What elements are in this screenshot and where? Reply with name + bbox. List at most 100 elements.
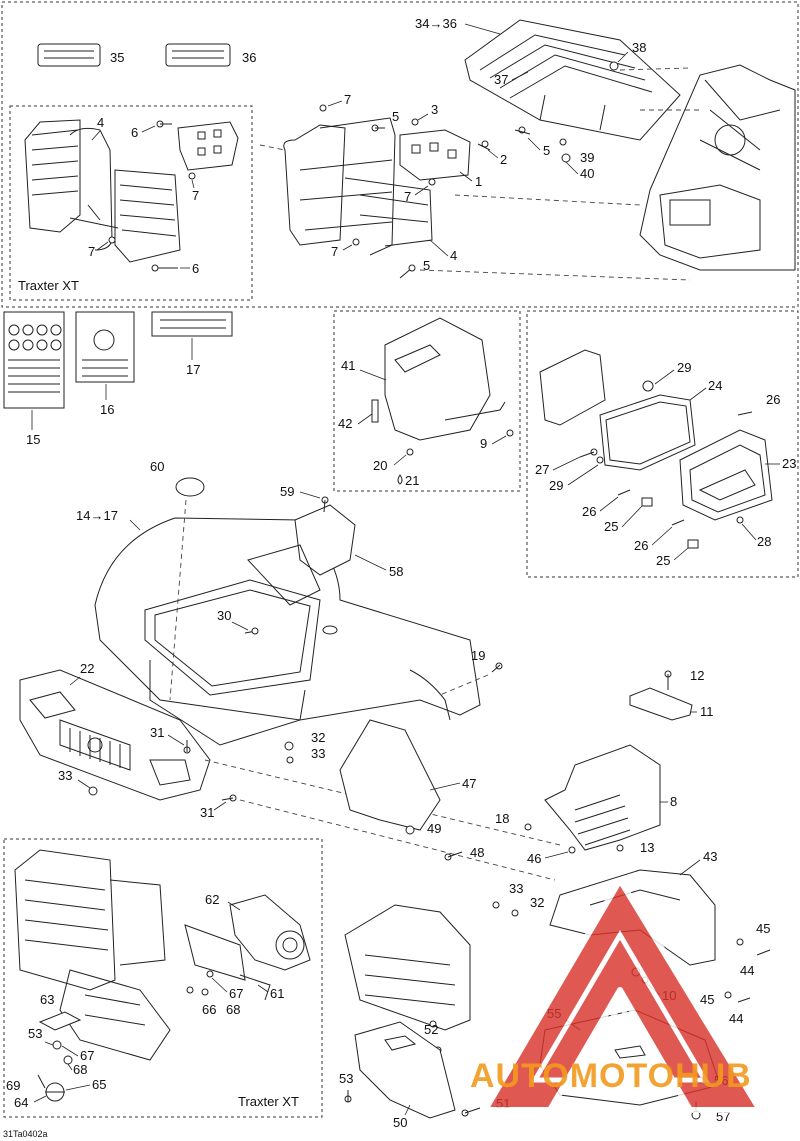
label-69: 69 — [6, 1078, 20, 1093]
label-45: 45 — [700, 992, 714, 1007]
rack-52-drawing — [344, 904, 471, 1031]
label-7: 7 — [331, 244, 338, 259]
label-61: 61 — [270, 986, 284, 1001]
label-46: 46 — [527, 851, 541, 866]
skid-plate-50-drawing — [354, 1021, 456, 1119]
label-53: 53 — [339, 1071, 353, 1086]
label-24: 24 — [708, 378, 722, 393]
label-5: 5 — [543, 143, 550, 158]
front-rack-drawing — [283, 117, 433, 256]
label-67: 67 — [80, 1048, 94, 1063]
inset-console-frame — [333, 310, 521, 492]
label-35: 35 — [110, 50, 124, 65]
vehicle-frame-drawing — [639, 64, 796, 271]
decal-15 — [3, 311, 65, 409]
label-27: 27 — [535, 462, 549, 477]
label-63: 63 — [40, 992, 54, 1007]
label-4: 4 — [450, 248, 457, 263]
label-17: 17 — [186, 362, 200, 377]
label-39: 39 — [580, 150, 594, 165]
inset-bottom-title: Traxter XT — [238, 1094, 299, 1109]
label-19: 19 — [471, 648, 485, 663]
label-28: 28 — [757, 534, 771, 549]
label-31: 31 — [200, 805, 214, 820]
watermark-text: AUTOMOTOHUB — [470, 1057, 752, 1095]
inset-top-left-frame — [9, 105, 253, 301]
label-41: 41 — [341, 358, 355, 373]
label-31: 31 — [150, 725, 164, 740]
label-49: 49 — [427, 821, 441, 836]
label-52: 52 — [424, 1022, 438, 1037]
label-26: 26 — [634, 538, 648, 553]
label-15: 15 — [26, 432, 40, 447]
label-67: 67 — [229, 986, 243, 1001]
label-14-17: 14→17 — [76, 508, 118, 523]
label-7: 7 — [344, 92, 351, 107]
label-65: 65 — [92, 1077, 106, 1092]
label-6: 6 — [192, 261, 199, 276]
label-33: 33 — [58, 768, 72, 783]
label-33: 33 — [311, 746, 325, 761]
label-44: 44 — [729, 1011, 743, 1026]
label-11: 11 — [700, 704, 714, 719]
label-32: 32 — [530, 895, 544, 910]
label-5: 5 — [392, 109, 399, 124]
label-66: 66 — [202, 1002, 216, 1017]
label-21: 21 — [405, 473, 419, 488]
label-26: 26 — [582, 504, 596, 519]
label-7: 7 — [404, 189, 411, 204]
label-53: 53 — [28, 1026, 42, 1041]
label-3: 3 — [431, 102, 438, 117]
page-frame — [1, 1, 799, 308]
label-44: 44 — [740, 963, 754, 978]
label-26: 26 — [766, 392, 780, 407]
decal-36 — [165, 43, 231, 67]
label-20: 20 — [373, 458, 387, 473]
label-25: 25 — [656, 553, 670, 568]
label-7: 7 — [192, 188, 199, 203]
front-fascia-drawing — [94, 517, 481, 746]
label-37: 37 — [494, 72, 508, 87]
label-48: 48 — [470, 845, 484, 860]
decal-15-pictograms — [8, 324, 62, 393]
label-33: 33 — [509, 881, 523, 896]
rear-rack-drawing — [464, 19, 681, 141]
label-40: 40 — [580, 166, 594, 181]
label-4: 4 — [97, 115, 104, 130]
inset-top-title: Traxter XT — [18, 278, 79, 293]
label-62: 62 — [205, 892, 219, 907]
label-7: 7 — [88, 244, 95, 259]
decal-16 — [75, 311, 135, 383]
label-50: 50 — [393, 1115, 407, 1130]
label-12: 12 — [690, 668, 704, 683]
label-8: 8 — [670, 794, 677, 809]
label-22: 22 — [80, 661, 94, 676]
label-18: 18 — [495, 811, 509, 826]
xt-rack-winch-drawing — [14, 849, 311, 1102]
label-38: 38 — [632, 40, 646, 55]
label-34-36: 34→36 — [415, 16, 457, 31]
inset-headlight-frame — [526, 310, 799, 578]
label-29: 29 — [677, 360, 691, 375]
bracket-1-drawing — [399, 129, 471, 181]
front-rack-xt-drawing — [24, 119, 239, 272]
label-23: 23 — [782, 456, 796, 471]
label-59: 59 — [280, 484, 294, 499]
bumper-22-drawing — [19, 669, 211, 801]
label-30: 30 — [217, 608, 231, 623]
drawing-code: 31Ta0402a — [3, 1129, 48, 1139]
label-9: 9 — [480, 436, 487, 451]
label-64: 64 — [14, 1095, 28, 1110]
label-45: 45 — [756, 921, 770, 936]
label-68: 68 — [226, 1002, 240, 1017]
console-41-drawing — [371, 317, 506, 441]
label-29: 29 — [549, 478, 563, 493]
headlight-drawing — [539, 349, 773, 521]
label-36: 36 — [242, 50, 256, 65]
decal-17 — [151, 311, 233, 337]
footwell-8-drawing — [544, 744, 661, 851]
strip-11 — [629, 687, 693, 721]
label-32: 32 — [311, 730, 325, 745]
bracket-58-drawing — [247, 504, 356, 606]
